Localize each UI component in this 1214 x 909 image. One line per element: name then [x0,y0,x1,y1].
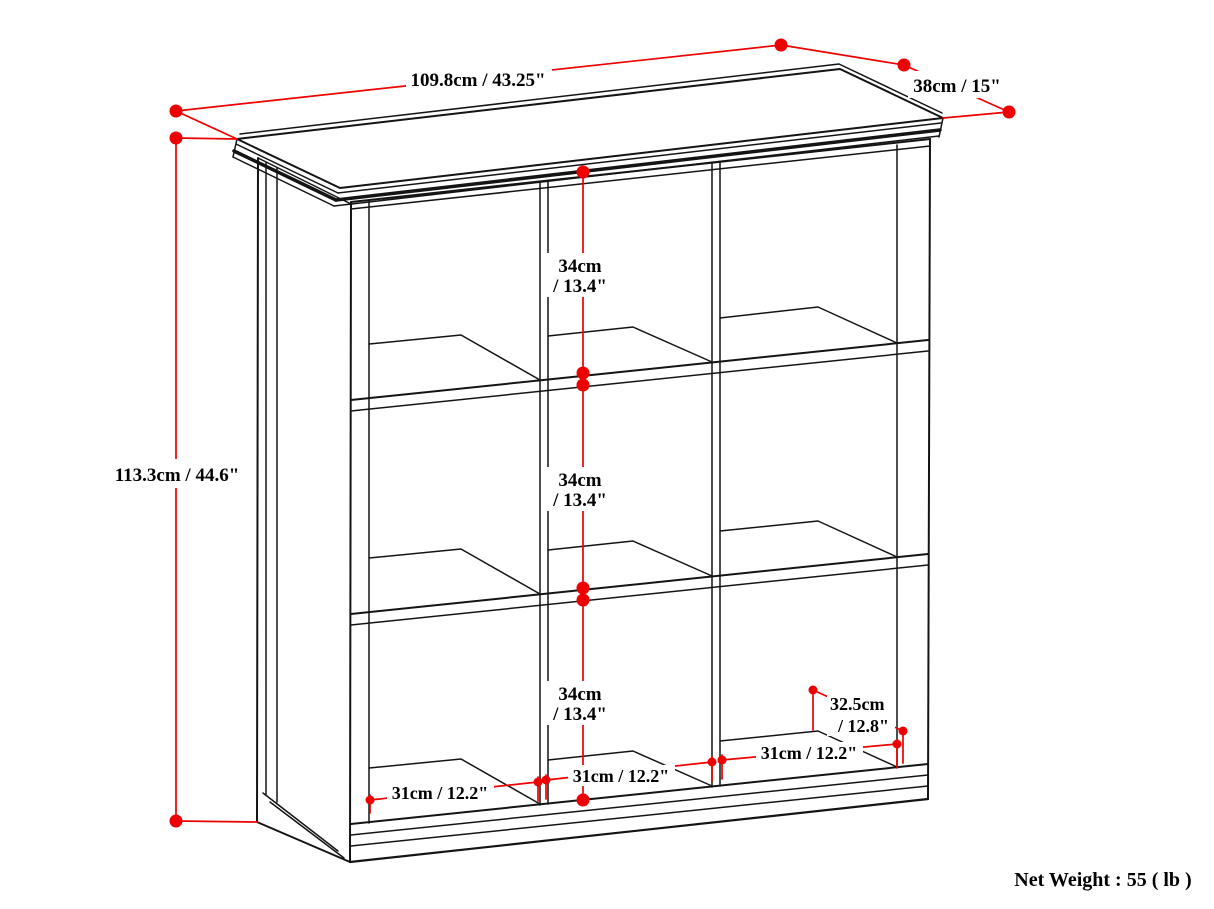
cube-height-label-2: 34cm / 13.4" [543,467,620,511]
cube-floor [719,730,898,768]
label-bg [543,681,620,725]
cube-floor [368,548,541,595]
interior-depth-value: 32.5cm [830,694,884,714]
cube-height-value: 34cm [558,684,601,705]
side-panel-outline [256,157,351,863]
dimension-dots [169,38,1016,828]
dim-dot-small [365,795,375,805]
dim-dot-small [717,755,727,765]
height-dim-leader-bottom [175,820,258,823]
cube-interiors [368,306,898,805]
interior-depth-inches: / 12.8" [837,716,889,736]
dim-dot-small [808,685,818,695]
cube-floor [547,326,713,363]
cube-height-label-3: 34cm / 13.4" [543,681,620,725]
dim-dot [576,366,590,380]
cube-floor [368,758,541,805]
depth-dim-label: 38cm / 15" [913,76,1001,97]
depth-dim-leader2 [942,111,1010,119]
dim-dot [897,58,911,72]
front-top-rail [350,145,931,210]
slab-right-corner-edge [938,117,944,138]
slab-molding-line [334,128,942,202]
height-dim-label: 113.3cm / 44.6" [115,465,240,486]
cube-floor [547,540,713,577]
front-right-edge [927,138,931,800]
label-bg [827,692,895,736]
cube-height-value: 34cm [558,470,601,491]
label-bg [108,459,247,488]
shelf2-front-top [350,553,929,615]
dim-dot [576,793,590,807]
slab-molding-line-left [232,149,338,202]
dimension-labels: 109.8cm / 43.25" 38cm / 15" 113.3cm / 44… [108,64,1192,891]
cube-height-value: 34cm [558,256,601,277]
label-bg [387,782,494,803]
label-bg [756,742,863,763]
cube-height-label-1: 34cm / 13.4" [543,253,620,297]
cube-width-label: 31cm / 12.2" [573,766,669,786]
dim-dot [576,581,590,595]
cube-height-inches: / 13.4" [552,490,607,511]
shelf2-front-bottom [350,564,929,626]
slab-molding-line [337,122,942,194]
label-bg [908,71,1008,98]
width-dim-label: 109.8cm / 43.25" [410,70,545,91]
cube-width-label-2: 31cm / 12.2" [568,765,675,786]
label-bg [406,64,552,91]
left-side-panel [256,157,352,863]
cube-floor [368,334,541,381]
cube-width-label: 31cm / 12.2" [761,743,857,763]
label-bg [568,765,675,786]
front-left-edge [349,201,352,863]
front-top-edge [350,138,931,203]
slab-left-corner-edge [232,138,238,158]
cube-width-label: 31cm / 12.2" [392,783,488,803]
label-bg [543,467,620,511]
side-plinth-step [262,792,339,852]
bottom-board-top [350,763,929,825]
cube-width-label-1: 31cm / 12.2" [387,782,494,803]
bottom-board-bottom [350,774,929,836]
dim-dot [169,814,183,828]
cube-height-inches: / 13.4" [552,276,607,297]
top-slab [232,63,944,207]
dim-dot [576,165,590,179]
interior-depth-label: 32.5cm / 12.8" [827,692,895,736]
dim-dot-small [707,757,717,767]
shelf1-front-bottom [350,350,929,412]
shelf1-front-top [350,339,929,401]
depth-dim-leader [780,44,905,66]
cube-floor [547,750,713,787]
slab-molding-line-left [232,156,335,207]
width-dim-leader [175,110,238,140]
cube-floor [719,520,898,558]
slab-molding-line-left [235,143,339,194]
dim-dot [576,593,590,607]
dim-dot [576,378,590,392]
cube-height-inches: / 13.4" [552,704,607,725]
plinth-molding-line [350,785,929,847]
dim-dot [1002,105,1016,119]
dim-dot [169,104,183,118]
dim-dot [169,131,183,145]
dim-dot [774,38,788,52]
dim-dot-small [533,777,543,787]
slab-outer-edge [239,63,943,135]
cube-width-label-3: 31cm / 12.2" [756,742,863,763]
dim-dot-small [898,726,908,736]
height-dim-leader-top [175,137,238,140]
side-plinth-step [269,801,345,859]
side-panel-top-edge [257,157,352,205]
label-bg [543,253,620,297]
cube-floor [719,306,898,344]
dim-dot-small [892,739,902,749]
net-weight-label: Net Weight : 55 ( lb ) [1014,869,1191,891]
dim-dot-small [541,775,551,785]
plinth-bottom-edge [348,797,930,864]
